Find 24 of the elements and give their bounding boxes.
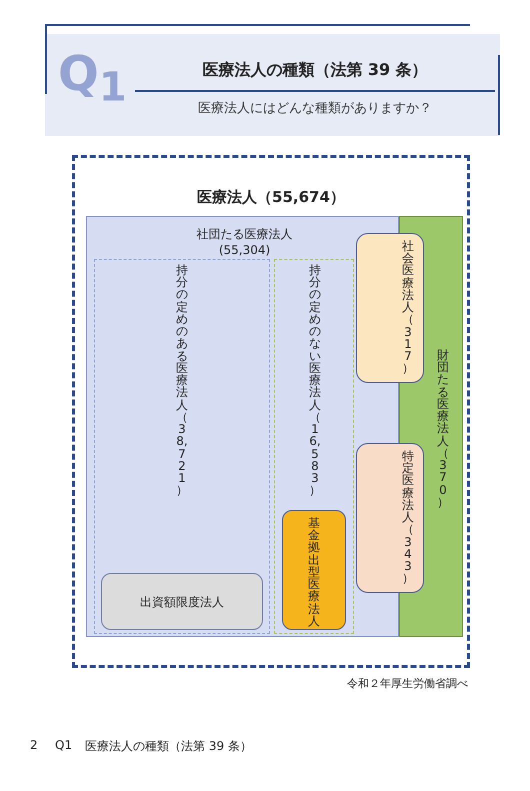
category-box [356, 443, 424, 593]
box-label: 出資額限度法人 [139, 594, 225, 611]
page-title: 医療法人の種類（法第 39 条） [201, 60, 429, 81]
subtitle: 医療法人にはどんな種類がありますか？ [197, 100, 433, 117]
dashed-frame [72, 155, 470, 668]
question-number: Q$_{1}$ [58, 48, 127, 110]
category-box [356, 233, 424, 383]
vertical-label: 特定医療法人（343） [401, 450, 415, 585]
vertical-label: 基金拠出型医療法人 [307, 517, 321, 628]
region-panel [86, 216, 399, 637]
running-title: 医療法人の種類（法第 39 条） [85, 738, 252, 755]
vertical-label: 持分の定めのない医療法人（16,583） [308, 264, 322, 496]
section-number: Q1 [55, 738, 72, 752]
page-number: 2 [30, 738, 38, 752]
vertical-label: 財団たる医療法人（370） [436, 349, 450, 508]
region-title: 社団たる医療法人 (55,304) [196, 227, 294, 258]
category-box [101, 573, 263, 630]
source-note: 令和２年厚生労働省調べ [347, 676, 468, 691]
dashed-region [274, 259, 354, 634]
frame-title: 医療法人（55,674） [196, 188, 346, 207]
dashed-region [94, 259, 270, 634]
vertical-label: 社会医療法人（317） [401, 240, 415, 375]
category-box [282, 510, 346, 630]
vertical-label: 持分の定めのある医療法人（38,721） [175, 264, 189, 496]
